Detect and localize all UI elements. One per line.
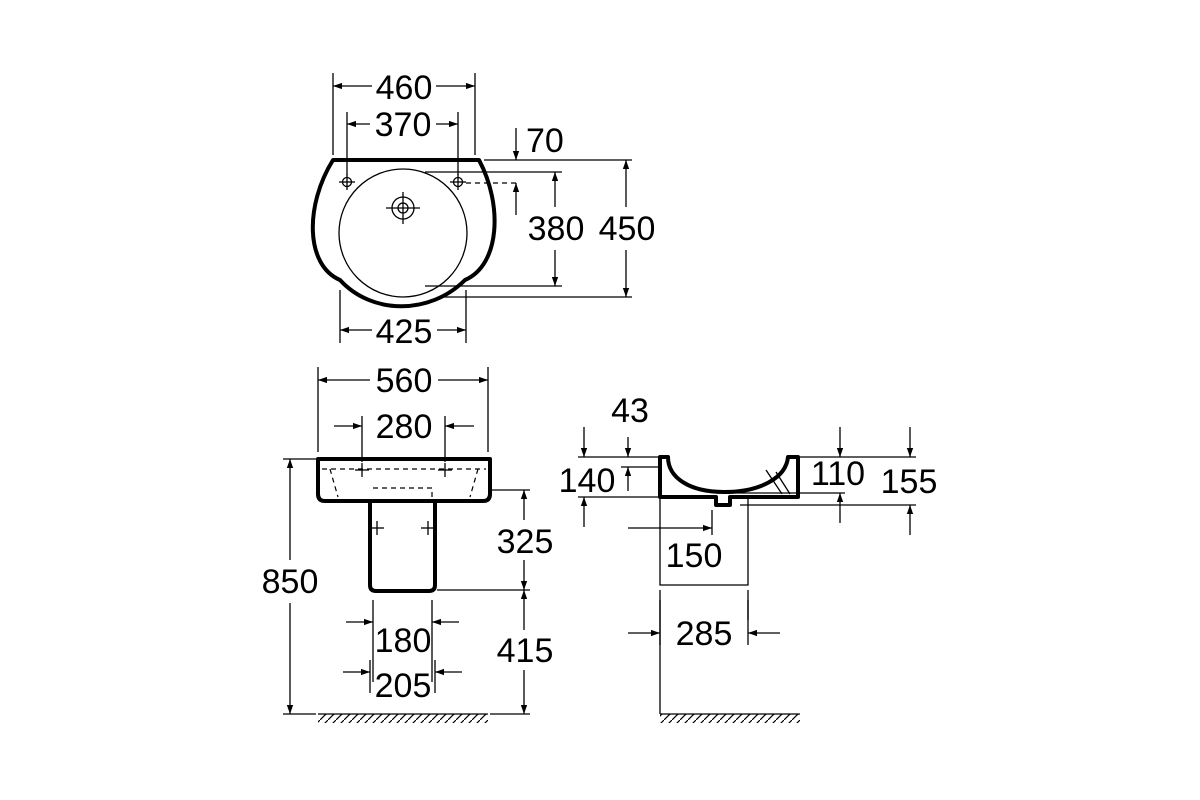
top-view: 460 370 70 380 450 425 <box>310 69 656 351</box>
dim-label-460: 460 <box>376 69 433 107</box>
dim-label-285: 285 <box>676 615 733 653</box>
fixing-left-icon <box>370 521 384 535</box>
pedestal-profile-side <box>659 497 749 586</box>
dim-label-425: 425 <box>376 313 433 351</box>
dim-label-850: 850 <box>262 563 319 601</box>
pedestal-hidden-edge <box>373 487 433 501</box>
dim-label-70: 70 <box>526 122 564 160</box>
dim-label-110: 110 <box>811 455 865 493</box>
pedestal-outline-front <box>368 501 437 593</box>
basin-outline-top <box>310 158 497 309</box>
dim-label-560: 560 <box>376 362 433 400</box>
dim-label-370: 370 <box>375 106 432 144</box>
basin-hidden-edge <box>329 468 479 498</box>
basin-profile-side <box>658 455 800 507</box>
floor-hatch-front <box>318 714 488 723</box>
mount-hole-left-icon <box>339 174 355 190</box>
dim-label-450: 450 <box>599 210 656 248</box>
mount-hole-right-icon <box>450 174 466 190</box>
dim-label-415: 415 <box>497 632 554 670</box>
basin-outline-front <box>316 457 492 503</box>
front-view: 560 280 850 325 415 180 205 <box>262 362 554 723</box>
dim-label-380: 380 <box>528 210 585 248</box>
dim-label-180: 180 <box>375 622 432 660</box>
bowl-outline <box>338 168 468 298</box>
dim-label-155: 155 <box>881 463 938 501</box>
mount-hole-front-right-icon <box>438 463 452 477</box>
dim-label-325: 325 <box>497 523 554 561</box>
dim-label-150: 150 <box>666 537 723 575</box>
side-view: 43 140 110 155 150 285 <box>559 392 938 723</box>
overflow-channel <box>765 469 791 495</box>
dim-label-280: 280 <box>376 408 433 446</box>
mount-hole-front-left-icon <box>355 463 369 477</box>
floor-hatch-side <box>660 714 800 723</box>
drain-icon <box>386 192 420 224</box>
dim-label-140: 140 <box>559 462 616 500</box>
dim-label-43: 43 <box>611 392 649 430</box>
dim-label-205: 205 <box>375 667 432 705</box>
fixing-right-icon <box>421 521 435 535</box>
